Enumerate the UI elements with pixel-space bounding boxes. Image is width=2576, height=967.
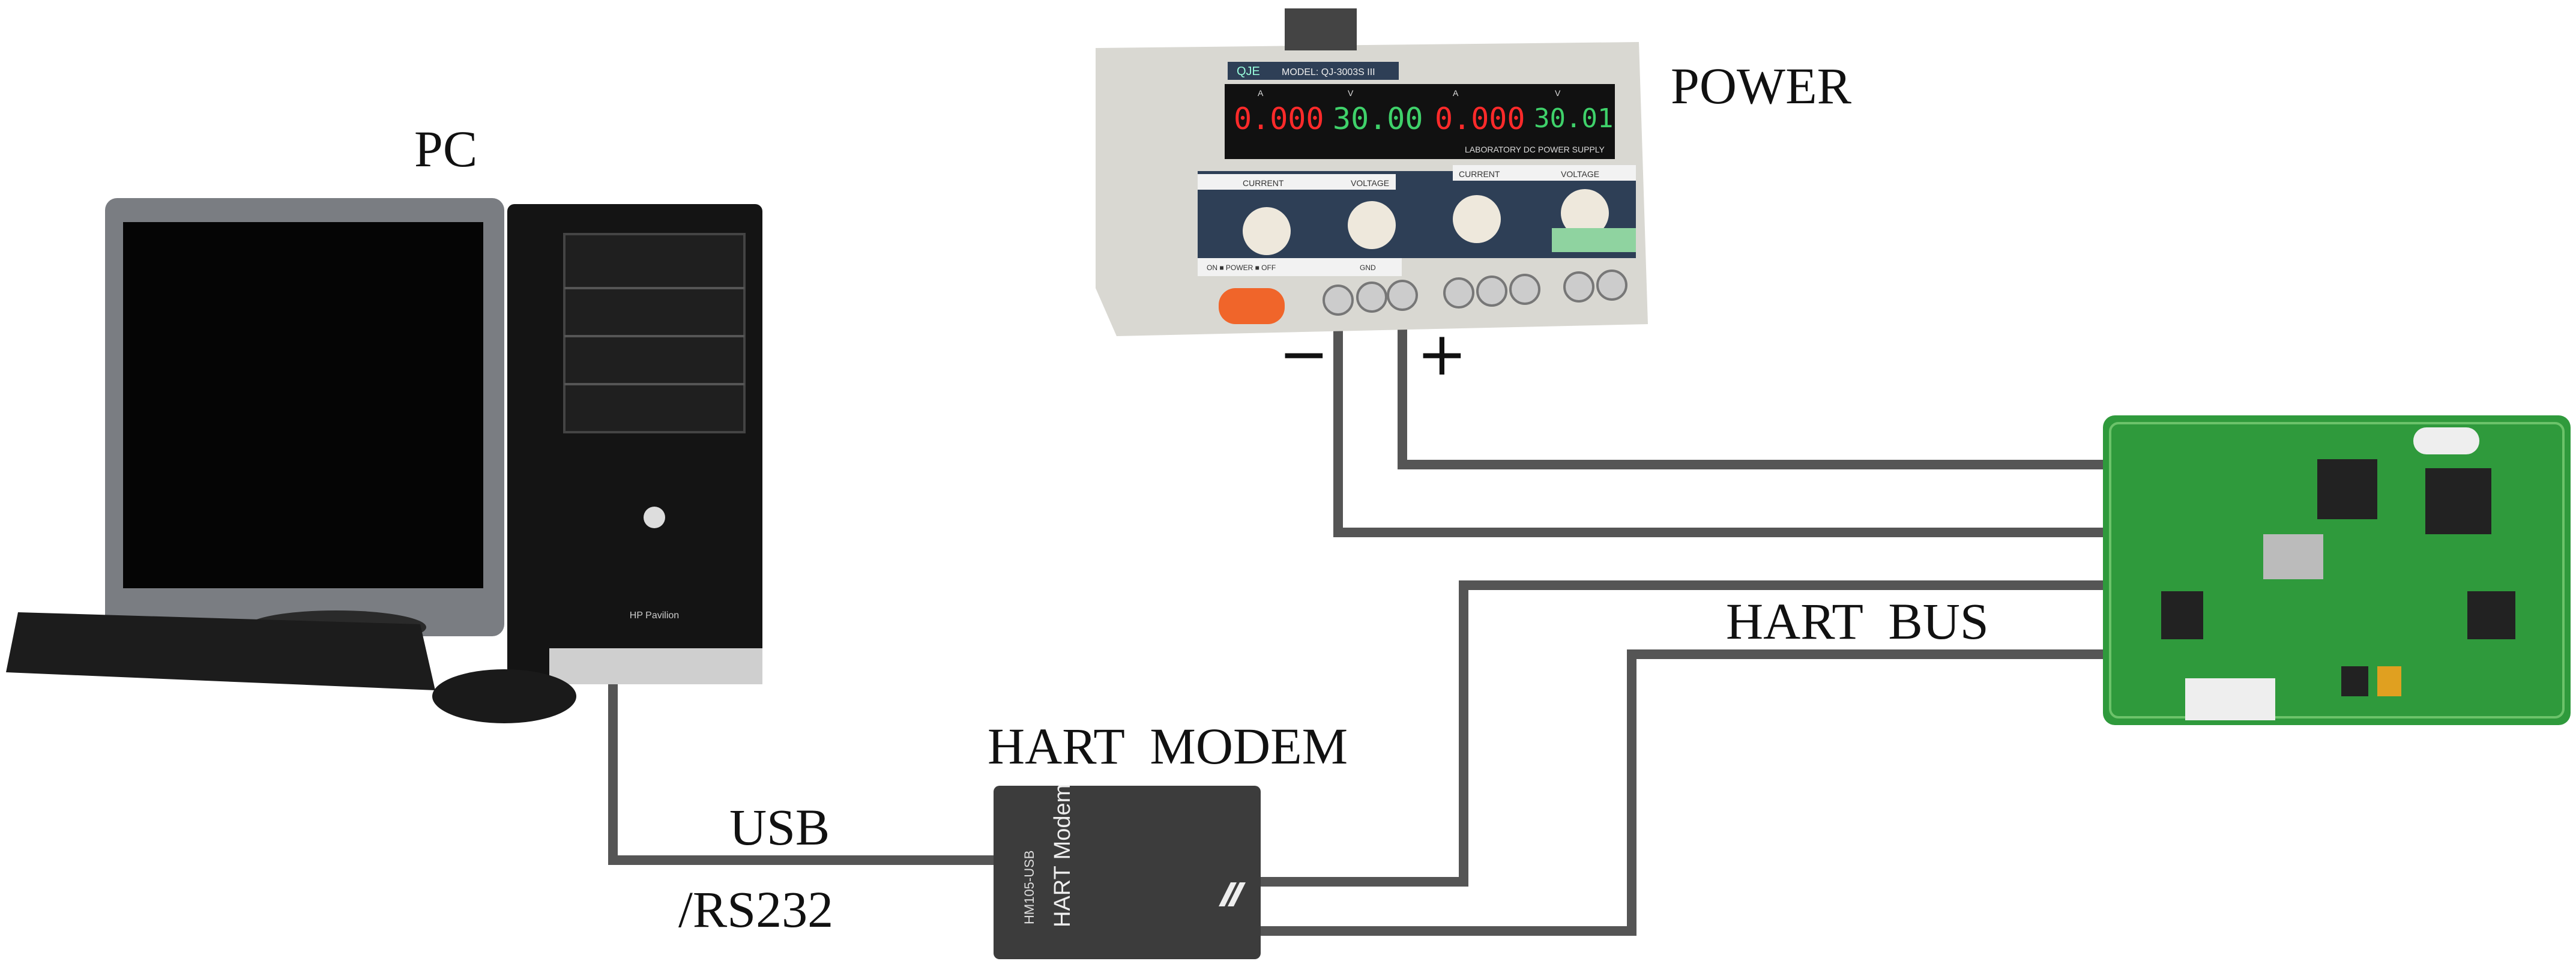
ps-handle bbox=[1285, 8, 1357, 50]
hart-bus-wire-1 bbox=[1261, 580, 2110, 887]
gnd-label: GND bbox=[1360, 264, 1376, 272]
ps-green-strip bbox=[1552, 228, 1636, 252]
power-switch-label: ON ■ POWER ■ OFF bbox=[1207, 264, 1276, 272]
modem-model: HM105-USB bbox=[1022, 851, 1037, 924]
power-minus-wire bbox=[1333, 312, 2110, 537]
display-1-voltage: 30.00 bbox=[1333, 101, 1423, 136]
usb-cable bbox=[608, 684, 997, 865]
ps-label-strip-1 bbox=[1198, 174, 1396, 190]
chip-3 bbox=[2263, 534, 2323, 579]
pc-brand-text: HP Pavilion bbox=[630, 610, 679, 621]
modem-logo bbox=[1219, 882, 1246, 906]
knob-current-2 bbox=[1453, 195, 1501, 243]
label-rs232: /RS232 bbox=[678, 881, 834, 938]
display-2-current: 0.000 bbox=[1435, 101, 1525, 136]
label-current-2: CURRENT bbox=[1459, 169, 1500, 179]
power-plus-wire bbox=[1398, 312, 2110, 469]
ps-brand: QJE bbox=[1237, 65, 1260, 78]
power-supply: QJE MODEL: QJ-3003S III A V A V 0.000 30… bbox=[1096, 8, 1648, 336]
label-hart-modem: HART MODEM bbox=[988, 717, 1348, 775]
ps-label-strip-2 bbox=[1453, 165, 1636, 181]
minus-terminal-label: − bbox=[1279, 319, 1329, 389]
pcb-outline bbox=[2109, 422, 2565, 718]
keyboard bbox=[6, 612, 435, 690]
ps-display-panel bbox=[1225, 84, 1615, 159]
unit-a-1: A bbox=[1258, 88, 1264, 98]
mouse bbox=[432, 669, 576, 723]
unit-v-2: V bbox=[1555, 88, 1561, 98]
chip-2 bbox=[2425, 468, 2491, 534]
display-2-voltage: 30.01 bbox=[1534, 103, 1613, 134]
capacitor-1 bbox=[2377, 666, 2401, 696]
connector bbox=[2185, 678, 2275, 720]
tower-drive-bay bbox=[563, 233, 746, 433]
knob-voltage-1 bbox=[1348, 201, 1396, 249]
unit-v-1: V bbox=[1348, 88, 1354, 98]
display-1-current: 0.000 bbox=[1234, 101, 1324, 136]
hart-bus-wire-2 bbox=[1261, 649, 2110, 936]
label-power: POWER bbox=[1671, 57, 1851, 115]
tower-base-silver bbox=[549, 648, 762, 684]
hart-pcb-board bbox=[2103, 415, 2571, 725]
crystal bbox=[2413, 427, 2479, 454]
ps-bottom-strip bbox=[1198, 258, 1402, 276]
ps-model-strip bbox=[1228, 62, 1399, 80]
chip-4 bbox=[2467, 591, 2515, 639]
knob-voltage-2 bbox=[1561, 189, 1609, 237]
label-usb: USB bbox=[729, 798, 830, 856]
chip-5 bbox=[2161, 591, 2203, 639]
power-button bbox=[1219, 288, 1285, 324]
knob-current-1 bbox=[1243, 207, 1291, 255]
hp-logo bbox=[644, 507, 665, 528]
monitor-screen bbox=[123, 222, 483, 588]
label-current-1: CURRENT bbox=[1243, 178, 1284, 188]
label-pc: PC bbox=[414, 120, 478, 178]
label-voltage-2: VOLTAGE bbox=[1561, 169, 1599, 179]
pc-computer: HP Pavilion bbox=[6, 198, 762, 723]
hart-modem-device: HM105-USB HART Modem bbox=[994, 784, 1261, 959]
label-hart-bus: HART BUS bbox=[1726, 592, 1989, 650]
modem-name: HART Modem bbox=[1050, 784, 1075, 927]
wires bbox=[608, 312, 2110, 936]
capacitor-2 bbox=[2341, 666, 2368, 696]
chip-1 bbox=[2317, 459, 2377, 519]
modem-body bbox=[994, 786, 1261, 959]
ps-model: MODEL: QJ-3003S III bbox=[1282, 67, 1375, 77]
ps-caption: LABORATORY DC POWER SUPPLY bbox=[1465, 145, 1605, 154]
unit-a-2: A bbox=[1453, 88, 1459, 98]
plus-terminal-label: + bbox=[1417, 319, 1467, 389]
terminals bbox=[1323, 270, 1627, 316]
label-voltage-1: VOLTAGE bbox=[1351, 178, 1389, 188]
